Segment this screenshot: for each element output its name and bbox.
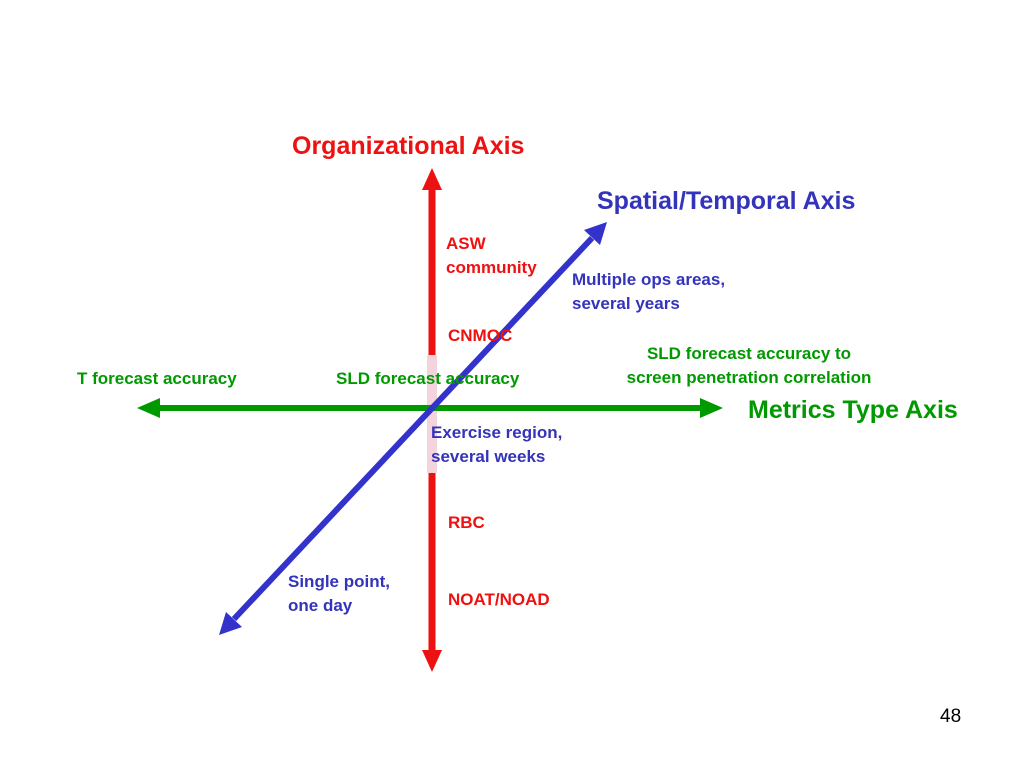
- organizational-axis-title: Organizational Axis: [292, 132, 525, 160]
- sld-correlation-label: SLD forecast accuracy to screen penetrat…: [606, 342, 892, 390]
- multiple-ops-line1: Multiple ops areas,: [572, 270, 726, 289]
- rbc-label: RBC: [448, 513, 485, 532]
- spatial-temporal-axis-arrow-up: [584, 222, 607, 245]
- organizational-axis: [422, 168, 442, 672]
- spatial-temporal-axis-title: Spatial/Temporal Axis: [597, 187, 856, 215]
- single-point-label: Single point, one day: [288, 570, 390, 618]
- organizational-axis-highlight: [427, 355, 437, 473]
- multiple-ops-line2: several years: [572, 294, 680, 313]
- single-point-line2: one day: [288, 596, 353, 615]
- asw-community-label: ASW community: [446, 232, 537, 280]
- sld-forecast-accuracy-label: SLD forecast accuracy: [336, 369, 520, 388]
- sld-correlation-line1: SLD forecast accuracy to: [646, 344, 852, 363]
- single-point-line1: Single point,: [288, 572, 390, 591]
- metrics-type-axis-title: Metrics Type Axis: [748, 396, 958, 424]
- exercise-line2: several weeks: [431, 447, 546, 466]
- metrics-type-axis-arrow-left: [137, 398, 160, 418]
- spatial-temporal-axis: [219, 222, 607, 635]
- cnmoc-label: CNMOC: [448, 326, 513, 345]
- exercise-region-label: Exercise region, several weeks: [431, 421, 562, 469]
- organizational-axis-arrow-down: [422, 650, 442, 672]
- metrics-type-axis-arrow-right: [700, 398, 723, 418]
- spatial-temporal-axis-arrow-down: [219, 612, 242, 635]
- asw-line1: ASW: [446, 234, 486, 253]
- organizational-axis-arrow-up: [422, 168, 442, 190]
- multiple-ops-areas-label: Multiple ops areas, several years: [572, 268, 725, 316]
- page-number: 48: [940, 706, 962, 727]
- asw-line2: community: [446, 258, 537, 277]
- noat-noad-label: NOAT/NOAD: [448, 590, 550, 609]
- spatial-temporal-axis-line: [231, 235, 595, 622]
- exercise-line1: Exercise region,: [431, 423, 563, 442]
- t-forecast-accuracy-label: T forecast accuracy: [77, 369, 237, 388]
- sld-correlation-line2: screen penetration correlation: [626, 368, 872, 387]
